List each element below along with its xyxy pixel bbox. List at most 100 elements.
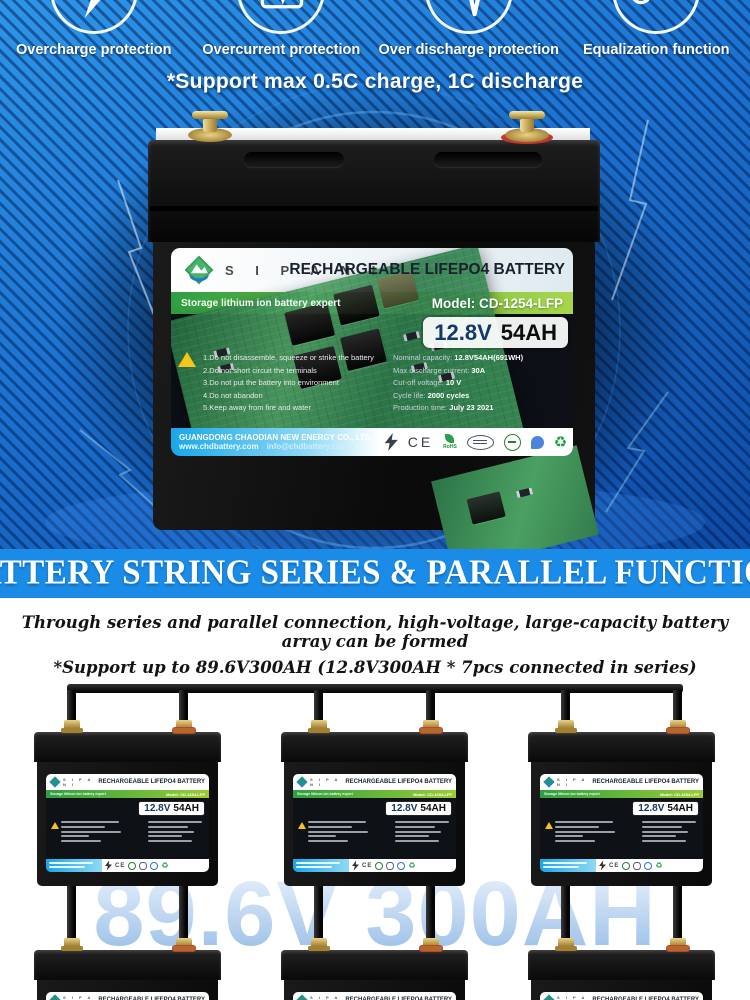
recycle-icon: ♻	[553, 433, 568, 451]
battery-label: S I P A N I RECHARGEABLE LIFEPO4 BATTERY…	[540, 992, 703, 1000]
spec-list: Nominal capacity: 12.8V54AH(691WH) Max d…	[393, 353, 524, 413]
sipani-logo-icon	[296, 776, 308, 788]
product-title: RECHARGEABLE LIFEPO4 BATTERY	[98, 997, 205, 1000]
inter-row-connector	[561, 880, 570, 940]
battery-terminal-positive	[499, 110, 555, 150]
battery-terminal-positive	[667, 720, 689, 733]
battery-terminal-negative	[555, 720, 577, 733]
battery-lid	[281, 950, 468, 980]
series-busbar	[67, 684, 683, 693]
busbar-connector	[314, 690, 323, 724]
lightning-icon	[384, 433, 398, 451]
battery-body: S I P A N I RECHARGEABLE LIFEPO4 BATTERY…	[284, 980, 465, 1000]
warning-icon	[51, 822, 59, 829]
battery-terminal-negative	[308, 720, 330, 733]
sipani-logo-icon	[49, 776, 61, 788]
product-title: RECHARGEABLE LIFEPO4 BATTERY	[289, 261, 565, 278]
feature-equalization: Equalization function	[563, 0, 750, 58]
warning-list: 1.Do not disassemble, squeeze or strike …	[203, 353, 374, 413]
battery-lid	[148, 140, 600, 242]
brand-name: S I P A N I	[63, 777, 93, 787]
battery-label: S I P A N I RECHARGEABLE LIFEPO4 BATTERY…	[46, 774, 209, 872]
recycle-icon: ♻	[655, 860, 663, 870]
busbar-connector	[426, 690, 435, 724]
product-title: RECHARGEABLE LIFEPO4 BATTERY	[98, 779, 205, 785]
company-info	[293, 859, 349, 872]
label-footer: CE ♻	[293, 859, 456, 872]
battery-terminal-positive	[420, 938, 442, 951]
label-footer: CE ♻	[540, 859, 703, 872]
rohs-icon	[375, 861, 384, 870]
series-battery: S I P A N I RECHARGEABLE LIFEPO4 BATTERY…	[34, 938, 221, 1000]
inter-row-connector	[314, 880, 323, 940]
label-spec-area	[545, 821, 698, 845]
battery-row-top: S I P A N I RECHARGEABLE LIFEPO4 BATTERY…	[34, 720, 715, 886]
capacity-badge: 12.8V 54AH	[632, 801, 699, 816]
recycle-icon: ♻	[408, 860, 416, 870]
rohs-icon: RoHS	[443, 434, 457, 450]
brand-tagline: Storage lithium ion battery expert	[181, 297, 341, 309]
battery-body: S I P A N I RECHARGEABLE LIFEPO4 BATTERY…	[37, 762, 218, 886]
equalizer-link-icon	[612, 0, 701, 34]
inter-row-connector	[179, 880, 188, 940]
model-number: Model: CD-1254-LFP	[413, 791, 452, 797]
capacity-badge: 12.8V 54AH	[385, 801, 452, 816]
brand-name: S I P A N I	[557, 777, 587, 787]
feature-overcharge: Overcharge protection	[0, 0, 188, 58]
company-info: GUANGDONG CHAODIAN NEW ENERGY CO., LTD w…	[179, 433, 371, 452]
un383-badge-icon	[466, 434, 494, 450]
product-title: RECHARGEABLE LIFEPO4 BATTERY	[345, 779, 452, 785]
sipani-logo-icon	[543, 994, 555, 1000]
busbar-connector	[673, 690, 682, 724]
series-description-line1: Through series and parallel connection, …	[21, 613, 729, 651]
section-banner: BATTERY STRING SERIES & PARALLEL FUNCTIO…	[0, 549, 750, 598]
sipani-logo-icon	[184, 255, 214, 285]
product-title: RECHARGEABLE LIFEPO4 BATTERY	[592, 779, 699, 785]
feature-overcurrent: Overcurrent protection	[188, 0, 376, 58]
feature-label: Over discharge protection	[378, 42, 560, 58]
ce-mark: CE	[407, 434, 434, 450]
warning-icon	[178, 352, 196, 367]
company-website: www.chdbattery.com	[179, 442, 259, 451]
lid-handle	[244, 152, 344, 167]
feature-label: Overcurrent protection	[202, 42, 361, 58]
battery-terminal-negative	[61, 720, 83, 733]
ce-mark: CE	[362, 862, 373, 869]
battery-label: S I P A N I RECHARGEABLE LIFEPO4 BATTERY…	[293, 774, 456, 872]
battery-top-strip	[156, 128, 590, 143]
main-battery: S I P A N I RECHARGEABLE LIFEPO4 BATTERY…	[148, 110, 600, 549]
sipani-logo-icon	[543, 776, 555, 788]
certification-icons: CE RoHS ♻	[384, 433, 568, 451]
rohs-icon	[128, 861, 137, 870]
cert-logo-icon	[397, 861, 406, 870]
recycle-icon: ♻	[161, 860, 169, 870]
lightning-circle-icon	[49, 0, 138, 34]
battery-terminal-positive	[420, 720, 442, 733]
battery-terminal-positive	[173, 938, 195, 951]
series-battery: S I P A N I RECHARGEABLE LIFEPO4 BATTERY…	[528, 938, 715, 1000]
brand-name: S I P A N I	[310, 777, 340, 787]
series-battery: S I P A N I RECHARGEABLE LIFEPO4 BATTERY…	[281, 720, 468, 886]
brand-name: S I P A N I	[225, 262, 385, 278]
series-parallel-section: Through series and parallel connection, …	[0, 598, 750, 1000]
label-spec-area: 12.8V 54AH 1.Do not disassemble, squeeze…	[171, 314, 573, 428]
battery-lid	[528, 732, 715, 762]
series-battery: S I P A N I RECHARGEABLE LIFEPO4 BATTERY…	[281, 938, 468, 1000]
label-footer: GUANGDONG CHAODIAN NEW ENERGY CO., LTD w…	[171, 428, 573, 456]
brand-name: S I P A N I	[557, 995, 587, 1000]
battery-lid	[34, 732, 221, 762]
battery-body: S I P A N I RECHARGEABLE LIFEPO4 BATTERY…	[531, 762, 712, 886]
brand-tagline: Storage lithium ion battery expert	[544, 792, 600, 796]
company-info	[540, 859, 596, 872]
company-email: info@chdbattery.com	[266, 442, 349, 451]
hero-section: Overcharge protection Overcurrent protec…	[0, 0, 750, 549]
feature-row: Overcharge protection Overcurrent protec…	[0, 0, 750, 58]
cert-logo-icon	[530, 435, 544, 449]
sipani-logo-icon	[49, 994, 61, 1000]
battery-lid	[34, 950, 221, 980]
inter-row-connector	[673, 880, 682, 940]
un383-badge-icon	[386, 861, 395, 870]
battery-lid	[528, 950, 715, 980]
brand-name: S I P A N I	[310, 995, 340, 1000]
cert-logo-icon	[150, 861, 159, 870]
